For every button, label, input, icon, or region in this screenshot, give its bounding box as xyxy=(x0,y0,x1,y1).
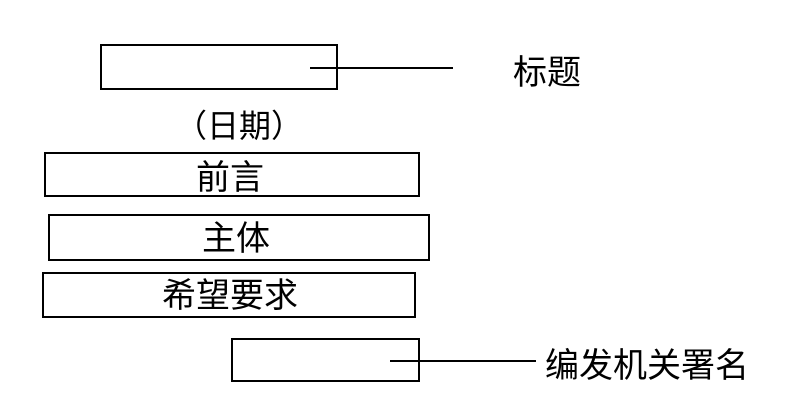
date-placeholder-text: （日期） xyxy=(175,108,304,144)
preface-box xyxy=(44,152,420,197)
main-body-box xyxy=(48,214,430,261)
signature-annotation-label: 编发机关署名 xyxy=(545,347,749,385)
main-body-box-label: 主体 xyxy=(202,220,270,258)
request-box-label: 希望要求 xyxy=(162,277,298,315)
request-box xyxy=(42,272,416,318)
title-box xyxy=(100,44,338,90)
title-annotation-label: 标题 xyxy=(513,54,581,92)
preface-box-label: 前言 xyxy=(196,159,264,197)
signature-leader-line xyxy=(390,360,536,362)
title-leader-line xyxy=(310,67,453,69)
